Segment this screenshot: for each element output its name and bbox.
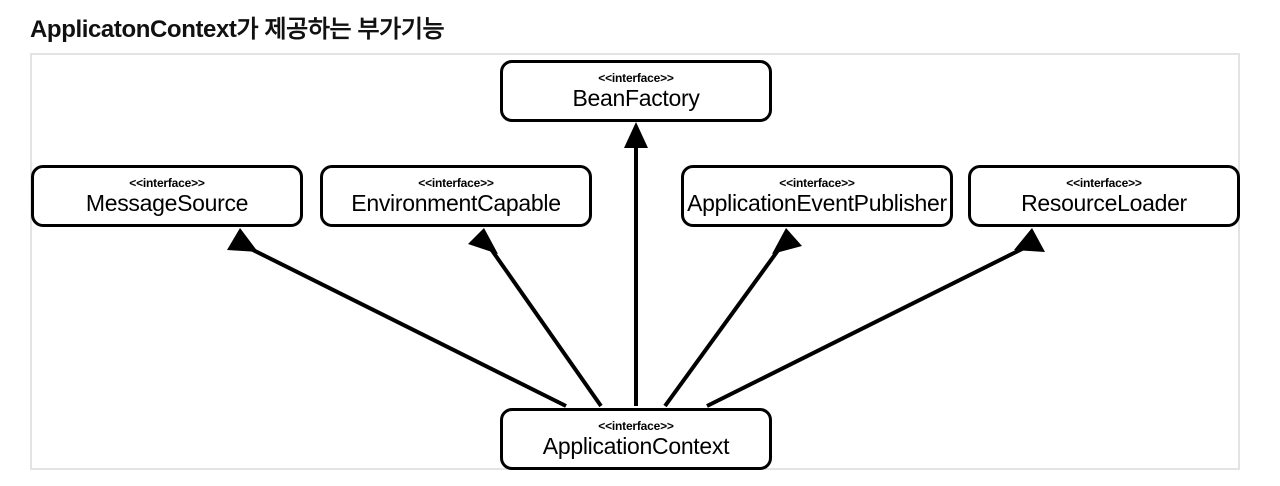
uml-node-beanfactory[interactable]: <<interface>> BeanFactory xyxy=(500,60,772,122)
uml-node-environmentcapable[interactable]: <<interface>> EnvironmentCapable xyxy=(320,165,592,227)
uml-node-name: BeanFactory xyxy=(572,85,700,111)
uml-node-name: EnvironmentCapable xyxy=(351,190,561,216)
uml-node-name: ApplicationContext xyxy=(542,433,730,459)
uml-stereotype: <<interface>> xyxy=(598,419,674,433)
uml-node-messagesource[interactable]: <<interface>> MessageSource xyxy=(31,165,303,227)
uml-node-applicationeventpublisher[interactable]: <<interface>> ApplicationEventPublisher xyxy=(681,165,953,227)
uml-node-name: ApplicationEventPublisher xyxy=(687,190,947,216)
uml-stereotype: <<interface>> xyxy=(779,176,855,190)
uml-stereotype: <<interface>> xyxy=(129,176,205,190)
uml-stereotype: <<interface>> xyxy=(418,176,494,190)
uml-node-name: MessageSource xyxy=(85,190,249,216)
uml-node-applicationcontext[interactable]: <<interface>> ApplicationContext xyxy=(500,408,772,470)
uml-node-name: ResourceLoader xyxy=(1021,190,1187,216)
uml-node-resourceloader[interactable]: <<interface>> ResourceLoader xyxy=(968,165,1240,227)
page-title: ApplicatonContext가 제공하는 부가기능 xyxy=(30,16,445,43)
uml-stereotype: <<interface>> xyxy=(598,71,674,85)
uml-stereotype: <<interface>> xyxy=(1066,176,1142,190)
